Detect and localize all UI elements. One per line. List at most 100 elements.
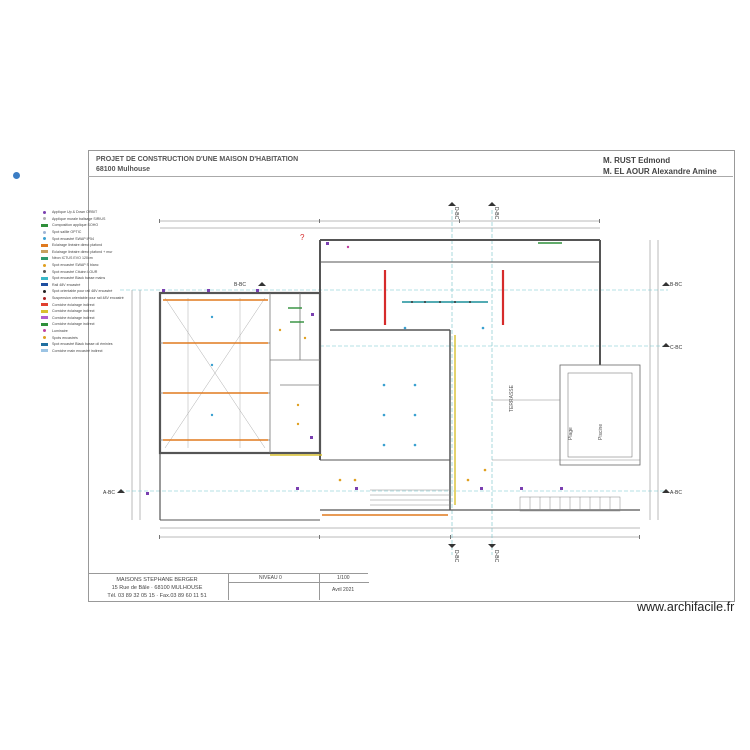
plage-label: Plage [568,427,574,440]
legend-label: Spot encastré Cituinn LOUR [52,269,98,274]
legend-item: Applique murale balisage SIRIUS [41,216,161,223]
legend-item: Spot encastré Cituinn LOUR [41,268,161,275]
legend-item: Spot encastré SWAP IP54 [41,235,161,242]
legend-swatch [41,250,48,254]
rail-spots [411,301,471,303]
legend-label: Suspension orientable pour rail 48V enca… [52,296,124,301]
legend-item: Spot saillie OPTIC [41,229,161,236]
owner-line2: M. EL AOUR Alexandre Amine [603,167,717,176]
legend-swatch [41,316,48,320]
project-title-line2: 68100 Mulhouse [96,166,151,173]
legend-swatch [43,263,46,267]
orange-linear-lights [163,299,448,516]
red-corniche [383,270,505,325]
legend-swatch [41,303,48,307]
legend-item: Corniche éclairage indirect [41,315,161,322]
question-mark: ? [300,233,305,242]
green-lights [288,242,562,323]
title-block-grid: NIVEAU 0 1/100 Avril 2021 [228,573,369,600]
legend-item: Rail 48V encastré [41,282,161,289]
legend-item: Corniche éclairage indirect [41,301,161,308]
legend-swatch [43,237,46,241]
section-a-left: A-BC [103,490,115,496]
piscine-label: Piscine [598,424,604,440]
legend-item: Composition applique SOHO [41,222,161,229]
legend-item: Applique Up & Down ORBIT [41,209,161,216]
legend-label: Corniche main encastré indirect [52,348,103,353]
legend-swatch [41,342,48,346]
legend-swatch [41,243,48,247]
legend-swatch [43,270,46,274]
legend-label: Spot encastré SWAP IP54 [52,236,94,241]
legend-swatch [43,289,46,293]
legend-swatch [41,223,48,227]
section-b-left: B-BC [234,282,246,288]
legend-label: Corniche éclairage indirect [52,315,95,320]
legend-item: Spot orientable pour rail 48V encastré [41,288,161,295]
garage-cross [164,297,266,449]
project-title: PROJET DE CONSTRUCTION D'UNE MAISON D'HA… [96,156,298,173]
pool [559,364,641,466]
legend-item: Suspension orientable pour rail 48V enca… [41,295,161,302]
legend-item: Spots encastrés [41,334,161,341]
section-d-bot2: D-BC [493,550,499,563]
legend-swatch [41,349,48,353]
legend-swatch [43,210,46,214]
legend-swatch [41,283,48,287]
legend-item: Spot encastré SWAP S blanc [41,262,161,269]
section-b-right: B-BC [670,282,682,288]
terrasse-label: TERRASSE [509,384,515,412]
section-d-top2: D-BC [493,207,499,220]
legend-swatch [43,336,46,340]
scale-value: 1/100 [337,575,350,581]
legend-label: Eclairage linéaire direct plafond [52,243,103,248]
legend-label: Spot orientable pour rail 48V encastré [52,289,113,294]
dimension-ticks [159,219,640,539]
legend-item: Corniche main encastré indirect [41,347,161,354]
company-phone: Tél. 03 89 32 05 15 · Fax.03 89 60 11 51 [107,593,207,599]
owner-line1: M. RUST Edmond [603,156,671,165]
legend-swatch [41,256,48,260]
watermark: www.archifacile.fr [637,600,735,614]
legend-label: Spot encastré Black basse oil éminies [52,342,113,347]
legend-swatch [41,276,48,280]
yellow-corniche [270,335,456,505]
section-arrows [117,202,670,548]
section-c-right: C-BC [670,345,683,351]
legend-label: Luminaire [52,328,68,333]
dimension-lines [131,220,659,538]
legend-label: Applique murale balisage SIRIUS [52,216,106,221]
legend-swatch [43,230,46,234]
legend-label: Corniche éclairage indirect [52,322,95,327]
company-block: MAISONS STEPHANE BERGER 15 Rue de Bâle ·… [92,576,222,600]
legend-item: Luminaire [41,328,161,335]
legend-label: Spot saillie OPTIC [52,230,82,235]
date-value: Avril 2021 [332,587,355,593]
project-title-line1: PROJET DE CONSTRUCTION D'UNE MAISON D'HA… [96,156,299,163]
legend-swatch [43,296,46,300]
section-d-bot1: D-BC [453,550,459,563]
legend-label: Spot encastré SWAP S blanc [52,263,99,268]
section-a-right: A-BC [670,490,682,496]
legend-swatch [41,309,48,313]
legend-swatch [41,322,48,326]
level-value: NIVEAU 0 [259,575,282,581]
legend-item: Spot encastré Black basse mains [41,275,161,282]
legend-label: Rail 48V encastré [52,282,81,287]
exterior-walls [158,239,640,521]
legend-swatch [43,217,46,221]
legend-label: Néon ICTUS EVO 120cm [52,256,93,261]
company-address: 15 Rue de Bâle · 68100 MULHOUSE [111,585,203,591]
legend-item: Eclairage linéaire direct plafond [41,242,161,249]
section-d-top1: D-BC [453,207,459,220]
legend-item: Corniche éclairage indirect [41,321,161,328]
legend-label: Corniche éclairage indirect [52,302,95,307]
title-divider [88,176,733,177]
legend-label: Eclairage linéaire direct plafond + mur [52,249,113,254]
legend-label: Applique Up & Down ORBIT [52,210,98,215]
legend-item: Spot encastré Black basse oil éminies [41,341,161,348]
spot-lights [146,242,563,495]
legend-item: Eclairage linéaire direct plafond + mur [41,249,161,256]
legend-label: Spots encastrés [52,335,78,340]
